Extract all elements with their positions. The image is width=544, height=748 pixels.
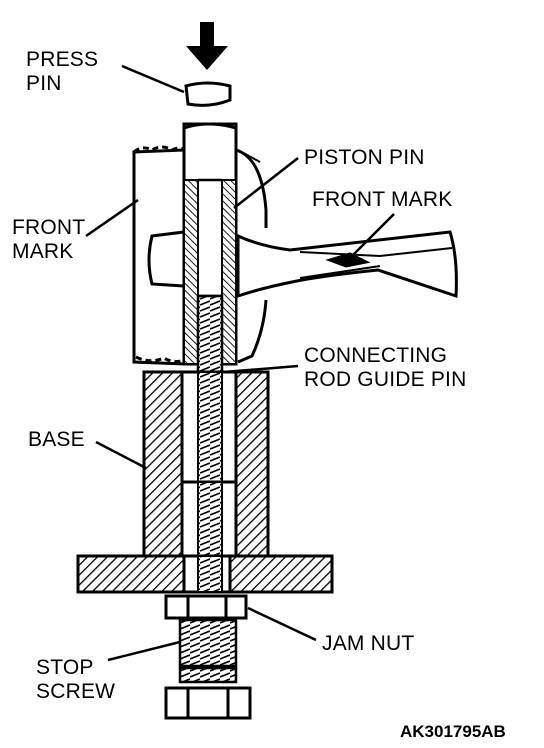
figure-code: AK301795AB (400, 722, 506, 741)
leader-front-mark-left (85, 198, 139, 238)
leader-stop-screw (107, 640, 181, 662)
leader-piston-pin (233, 157, 299, 209)
label-front-mark-right: FRONT MARK (312, 188, 453, 211)
leader-lines (85, 64, 395, 662)
press-pin (184, 81, 232, 107)
stop-screw (164, 618, 252, 720)
base (76, 370, 334, 594)
leader-front-mark-right (349, 213, 395, 259)
label-stop-screw: STOP SCREW (36, 656, 116, 703)
label-connecting-rod-guide-pin: CONNECTING ROD GUIDE PIN (304, 344, 467, 391)
piston (132, 145, 268, 366)
leader-base (95, 440, 147, 470)
connecting-rod (236, 230, 458, 299)
label-press-pin: PRESS PIN (26, 48, 99, 95)
label-piston-pin: PISTON PIN (304, 146, 425, 169)
leader-guide-pin (223, 364, 299, 374)
label-base: BASE (28, 428, 85, 451)
leader-press-pin (121, 64, 185, 94)
leader-jam-nut (247, 606, 317, 642)
label-jam-nut: JAM NUT (322, 632, 415, 655)
press-arrow-icon (186, 22, 228, 70)
jam-nut (164, 594, 248, 620)
label-front-mark-left: FRONT MARK (12, 216, 86, 263)
